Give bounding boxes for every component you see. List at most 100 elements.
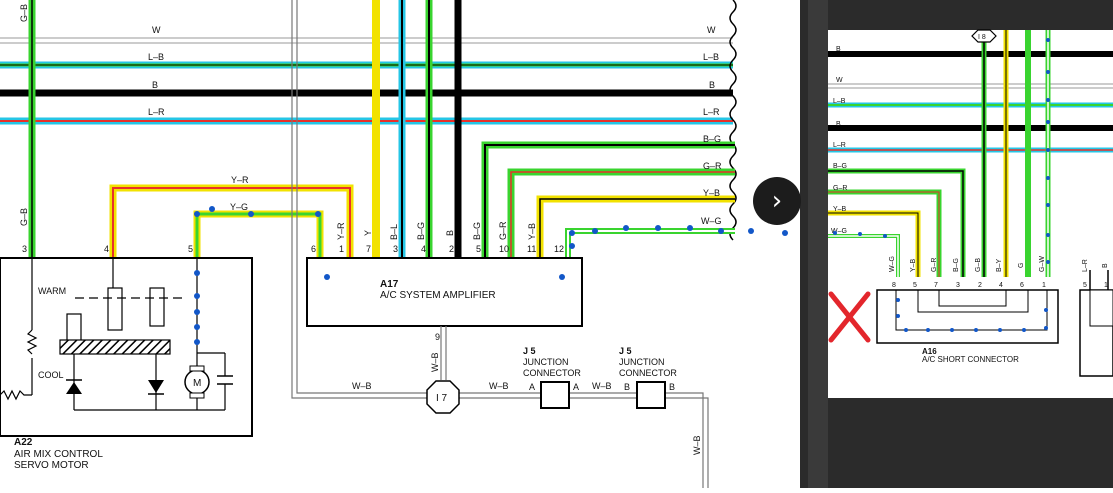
header-wire-lb-right: L–B <box>703 52 719 62</box>
right-vlabel-6: B–Y <box>996 258 1003 272</box>
ground-wire-1: W–B <box>352 381 372 391</box>
right-pin-6: 4 <box>999 282 1003 289</box>
header-wire-lr-right: L–R <box>703 107 720 117</box>
wire-yb-label: Y–B <box>703 188 720 198</box>
amplifier-code: A17 <box>380 279 399 290</box>
right-pin-7: 6 <box>1020 282 1024 289</box>
amp-wire-yr: Y–R <box>336 222 346 240</box>
ground-wire-4: W–B <box>692 435 702 455</box>
header-wire-w-left: W <box>152 25 161 35</box>
j5b-left-pin: B <box>624 382 630 392</box>
j5a-code: J 5 <box>523 346 536 356</box>
amplifier-name: A/C SYSTEM AMPLIFIER <box>380 290 496 301</box>
right-vlabel-9: L–R <box>1082 259 1089 272</box>
amp-wire-bg: B–G <box>416 222 426 240</box>
amp-pin-7: 7 <box>366 244 371 254</box>
j5b-line2: CONNECTOR <box>619 368 677 378</box>
j5a-right-pin: A <box>573 382 579 392</box>
cool-label: COOL <box>38 370 64 380</box>
right-pin-10: 1 <box>1104 282 1108 289</box>
resistor-symbol <box>26 329 38 355</box>
servo-line2: SERVO MOTOR <box>14 460 89 471</box>
wire-gr-label: G–R <box>703 161 722 171</box>
trace-markers-right <box>833 38 1050 332</box>
j5b-right-pin: B <box>669 382 675 392</box>
right-wire-label-6: B–G <box>833 163 847 170</box>
right-wire-label-8: Y–B <box>833 206 847 213</box>
reject-x-icon <box>828 291 871 343</box>
junction-b <box>636 381 666 409</box>
right-wire-label-3: L–B <box>833 98 846 105</box>
right-wire-label-4: B <box>836 121 841 128</box>
right-wire-label-1: B <box>836 46 841 53</box>
right-pin-9: 5 <box>1083 282 1087 289</box>
right-vlabel-4: B–G <box>953 258 960 272</box>
wire-wg-label: W–G <box>701 216 722 226</box>
break-line <box>729 0 737 241</box>
j5a-line1: JUNCTION <box>523 357 569 367</box>
header-wire-b-left: B <box>152 80 158 90</box>
servo-pin-3: 3 <box>22 244 27 254</box>
right-pin-8: 1 <box>1042 282 1046 289</box>
gb-label-bottom: G–B <box>19 208 29 226</box>
amp-pin-3: 3 <box>393 244 398 254</box>
servo-pin-4: 4 <box>104 244 109 254</box>
amp-pin-4: 4 <box>421 244 426 254</box>
amp-wire-gr: G–R <box>498 221 508 240</box>
diode-1 <box>66 382 82 394</box>
amp-bottom-wire: W–B <box>430 352 440 372</box>
right-pin-4: 3 <box>956 282 960 289</box>
short-connector-code: A16 <box>922 347 937 356</box>
amp-wire-b: B <box>445 230 455 236</box>
right-pin-5: 2 <box>978 282 982 289</box>
amp-wire-bl: B–L <box>389 224 399 240</box>
right-vlabel-10: B <box>1102 263 1109 268</box>
amp-pin-12: 12 <box>554 244 564 254</box>
header-wire-lb-left: L–B <box>148 52 164 62</box>
amp-wire-yb: Y–B <box>527 223 537 240</box>
right-vlabel-1: W–G <box>889 256 896 272</box>
amp-pin-2: 2 <box>449 244 454 254</box>
amp-pin-1: 1 <box>339 244 344 254</box>
short-connector-box <box>876 289 1059 344</box>
splice-label: I 7 <box>436 393 448 404</box>
right-pin-1: 8 <box>892 282 896 289</box>
amp-pin-10: 10 <box>499 244 509 254</box>
diode-2 <box>148 380 164 393</box>
right-wire-label-9: W–G <box>831 228 847 235</box>
next-arrow-button[interactable]: › <box>753 177 801 225</box>
wire-yr-label: Y–R <box>231 175 249 185</box>
warm-label: WARM <box>38 286 66 296</box>
wire-bg-label: B–G <box>703 134 721 144</box>
splice-i7 <box>426 380 460 414</box>
ground-wire-3: W–B <box>592 381 612 391</box>
gb-label-top: G–B <box>19 4 29 22</box>
servo-slider <box>59 339 171 355</box>
chevron-right-icon: › <box>771 186 783 216</box>
j5b-code: J 5 <box>619 346 632 356</box>
right-vlabel-3: G–R <box>931 258 938 272</box>
right-pin-3: 7 <box>934 282 938 289</box>
servo-code: A22 <box>14 437 33 448</box>
servo-line1: AIR MIX CONTROL <box>14 449 103 460</box>
header-wire-lr-left: L–R <box>148 107 165 117</box>
motor-label: M <box>193 378 201 389</box>
header-wire-w-right: W <box>707 25 716 35</box>
connector-i8 <box>971 29 997 43</box>
amp-pin-5: 5 <box>476 244 481 254</box>
j5a-line2: CONNECTOR <box>523 368 581 378</box>
j5b-line1: JUNCTION <box>619 357 665 367</box>
ground-wire-2: W–B <box>489 381 509 391</box>
header-wire-b-right: B <box>709 80 715 90</box>
connector-i8-label: I 8 <box>978 34 986 41</box>
amp-pin-11: 11 <box>527 244 536 254</box>
right-panel: I 8 A16 A/C SHORT CONNECTOR B W L–B B L–… <box>800 0 1113 488</box>
left-diagram: A17 A/C SYSTEM AMPLIFIER 9 W–B WARM COOL <box>0 0 814 488</box>
right-vlabel-7: G <box>1018 263 1025 268</box>
amplifier-box <box>306 257 583 327</box>
right-vlabel-5: G–B <box>975 258 982 272</box>
amp-pin-6: 6 <box>311 244 316 254</box>
junction-a <box>540 381 570 409</box>
